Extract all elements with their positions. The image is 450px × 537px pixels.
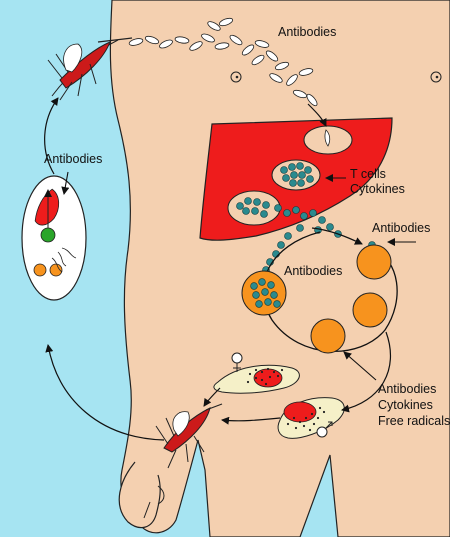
sporozoite-in-cell <box>324 129 331 147</box>
label-antibodies-bottom: Antibodies <box>378 382 436 396</box>
oval-to-mosquito-arrow <box>44 97 59 175</box>
nipple-right <box>430 71 442 83</box>
sporozoites <box>128 17 318 107</box>
infected-rbc-1 <box>356 244 392 280</box>
label-antibodies-center: Antibodies <box>284 264 342 278</box>
label-cytokines-liver: Cytokines <box>350 182 405 196</box>
label-antibodies-top: Antibodies <box>278 25 336 39</box>
label-cytokines-bottom: Cytokines <box>378 398 433 412</box>
infected-rbc-3 <box>310 318 346 354</box>
label-t-cells: T cells <box>350 167 386 181</box>
label-free-radicals: Free radicals <box>378 414 450 428</box>
mosquito-bottom <box>155 403 223 469</box>
mosquito-top <box>47 37 133 101</box>
antibodies-left-pointer <box>61 171 70 195</box>
label-antibodies-right: Antibodies <box>372 221 430 235</box>
rbc-schizont-merozoites <box>250 278 281 308</box>
finger-lines <box>143 485 165 519</box>
gamete-orange-1 <box>33 263 47 277</box>
hand <box>118 461 161 529</box>
label-antibodies-left: Antibodies <box>44 152 102 166</box>
liver-schizont-merozoites <box>280 162 314 187</box>
gametocyte-to-mosquito-arrow <box>221 416 281 425</box>
gametocyte-male <box>277 397 345 439</box>
male-symbol-icon <box>316 421 333 438</box>
nipple-left <box>230 71 242 83</box>
infected-rbc-2 <box>352 292 388 328</box>
gametocyte-female-to-mosquito-arrow <box>203 387 221 407</box>
blood-to-gametocyte-arrow <box>341 331 391 413</box>
gamete-orange-2 <box>49 263 63 277</box>
mosquito-to-oval-arrow <box>45 344 165 441</box>
ookinete <box>34 188 60 226</box>
merozoite-entry-arrow <box>311 227 363 245</box>
antibodies-bottom-pointer <box>343 351 377 381</box>
sporozoite-to-liver-arrow <box>307 103 327 127</box>
flagella <box>51 247 77 273</box>
gametocyte-female <box>213 364 300 394</box>
female-symbol-icon <box>231 352 243 372</box>
gametocyte-green <box>40 227 56 243</box>
